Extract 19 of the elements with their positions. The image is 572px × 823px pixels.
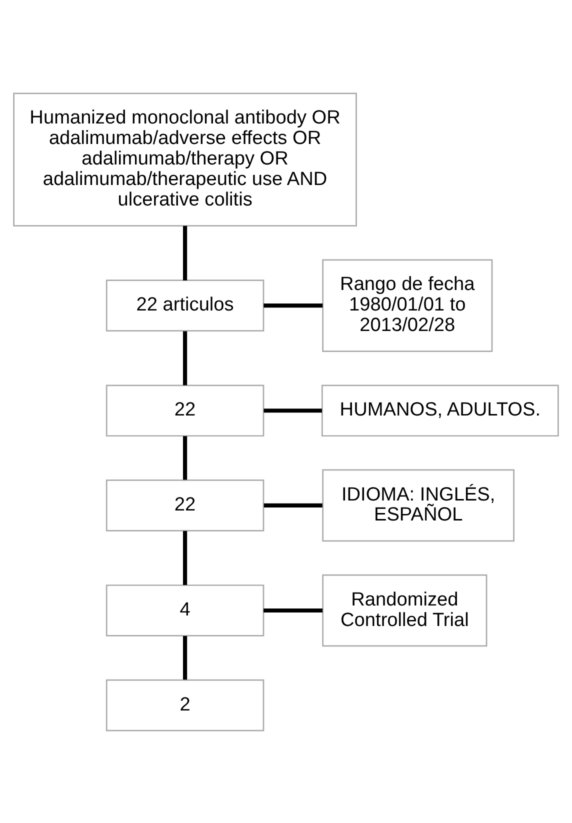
connector (183, 436, 188, 480)
connector (264, 502, 322, 507)
node-box: 4 (106, 584, 264, 636)
node-box: Humanized monoclonal antibody OR adalimumab/adverse effects OR adalimumab/therapy OR adalimumab/therapeutic use AND ulcerative colitis (13, 92, 357, 226)
connector (264, 408, 322, 412)
node-box: 22 (106, 479, 264, 531)
node-box: HUMANOS, ADULTOS. (321, 384, 559, 436)
connector (264, 303, 323, 308)
connector (183, 330, 188, 385)
connector (183, 225, 188, 280)
node-box: 22 articulos (106, 279, 264, 332)
connector (183, 636, 188, 680)
connector (183, 530, 188, 585)
node-box: Randomized Controlled Trial (322, 574, 488, 646)
connector (264, 608, 323, 612)
node-box: 2 (106, 678, 264, 731)
node-box: IDIOMA: INGLÉS, ESPAÑOL (322, 468, 514, 542)
node-box: 22 (106, 384, 264, 436)
node-box: Rango de fecha 1980/01/01 to 2013/02/28 (322, 258, 493, 352)
